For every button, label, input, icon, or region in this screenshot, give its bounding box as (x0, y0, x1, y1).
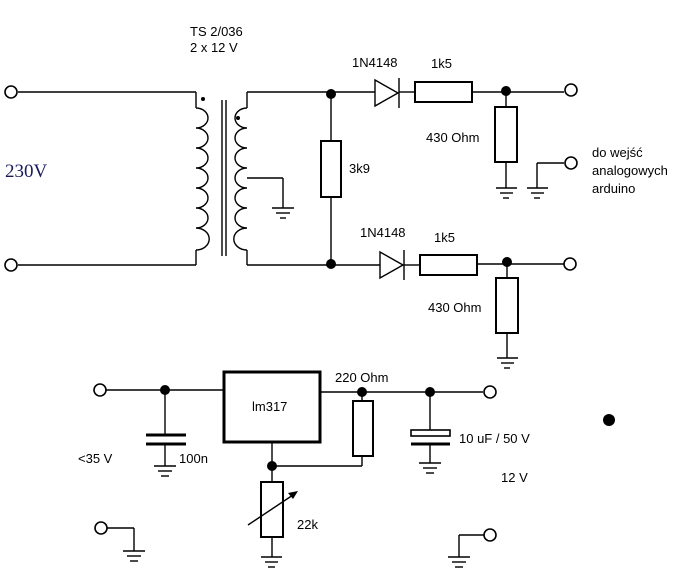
output-capacitor-label: 10 uF / 50 V (459, 431, 530, 446)
diode-top-label: 1N4148 (352, 55, 398, 70)
shunt-resistor-top-label: 430 Ohm (426, 130, 479, 145)
ground-symbol-bottom (497, 357, 518, 369)
shunt-resistor-bottom-label: 430 Ohm (428, 300, 481, 315)
stray-dot (603, 414, 615, 426)
shunt-resistor-bottom (495, 277, 519, 334)
divider-resistor-label: 3k9 (349, 161, 370, 176)
potentiometer-label: 22k (297, 517, 318, 532)
ground-symbol-arduino (527, 187, 548, 199)
output-note-line1: do wejść (592, 145, 643, 160)
output-terminal-bottom (563, 257, 577, 271)
diode-bottom (379, 250, 405, 280)
transformer-core (221, 100, 227, 256)
series-resistor-top (414, 81, 473, 103)
transformer-primary-coil (195, 97, 210, 251)
shunt-resistor-top (494, 106, 518, 163)
transformer-rating-label: 2 x 12 V (190, 40, 238, 55)
output-note-line2: analogowych (592, 163, 668, 178)
diode-bottom-label: 1N4148 (360, 225, 406, 240)
mains-terminal-bottom (4, 258, 18, 272)
series-resistor-top-label: 1k5 (431, 56, 452, 71)
ground-symbol-output-cap (419, 462, 441, 474)
ground-symbol-centertap (272, 207, 294, 219)
regulator-input-terminal (93, 383, 107, 397)
ground-terminal-arduino (564, 156, 578, 170)
node-adj (267, 461, 277, 471)
vin-label: <35 V (78, 451, 113, 466)
regulator-output-terminal (483, 385, 497, 399)
ground-symbol-left (123, 550, 145, 562)
ground-symbol-right (448, 556, 470, 568)
output-capacitor-plate (410, 429, 451, 437)
mains-voltage-label: 230V (5, 161, 48, 182)
potentiometer-arrow (247, 491, 298, 526)
ground-symbol-input-cap (154, 465, 176, 477)
transformer-model-label: TS 2/036 (190, 24, 243, 39)
input-capacitor-label: 100n (179, 451, 208, 466)
diode-top (374, 78, 400, 108)
ground-terminal-left (94, 521, 108, 535)
ground-symbol-top (496, 187, 517, 199)
series-resistor-bottom-label: 1k5 (434, 230, 455, 245)
input-capacitor (146, 433, 186, 446)
series-resistor-bottom (419, 254, 478, 276)
set-resistor (352, 400, 374, 457)
output-note-line3: arduino (592, 181, 635, 196)
mains-terminal-top (4, 85, 18, 99)
vout-label: 12 V (501, 470, 528, 485)
divider-resistor (320, 94, 342, 264)
set-resistor-label: 220 Ohm (335, 370, 388, 385)
output-terminal-top (564, 83, 578, 97)
mains-input (4, 85, 197, 272)
ground-terminal-right (483, 528, 497, 542)
regulator-ic-label: lm317 (252, 399, 287, 414)
transformer-secondary-coil (233, 92, 284, 265)
regulator-ic (222, 370, 322, 444)
ground-symbol-pot (261, 556, 282, 568)
